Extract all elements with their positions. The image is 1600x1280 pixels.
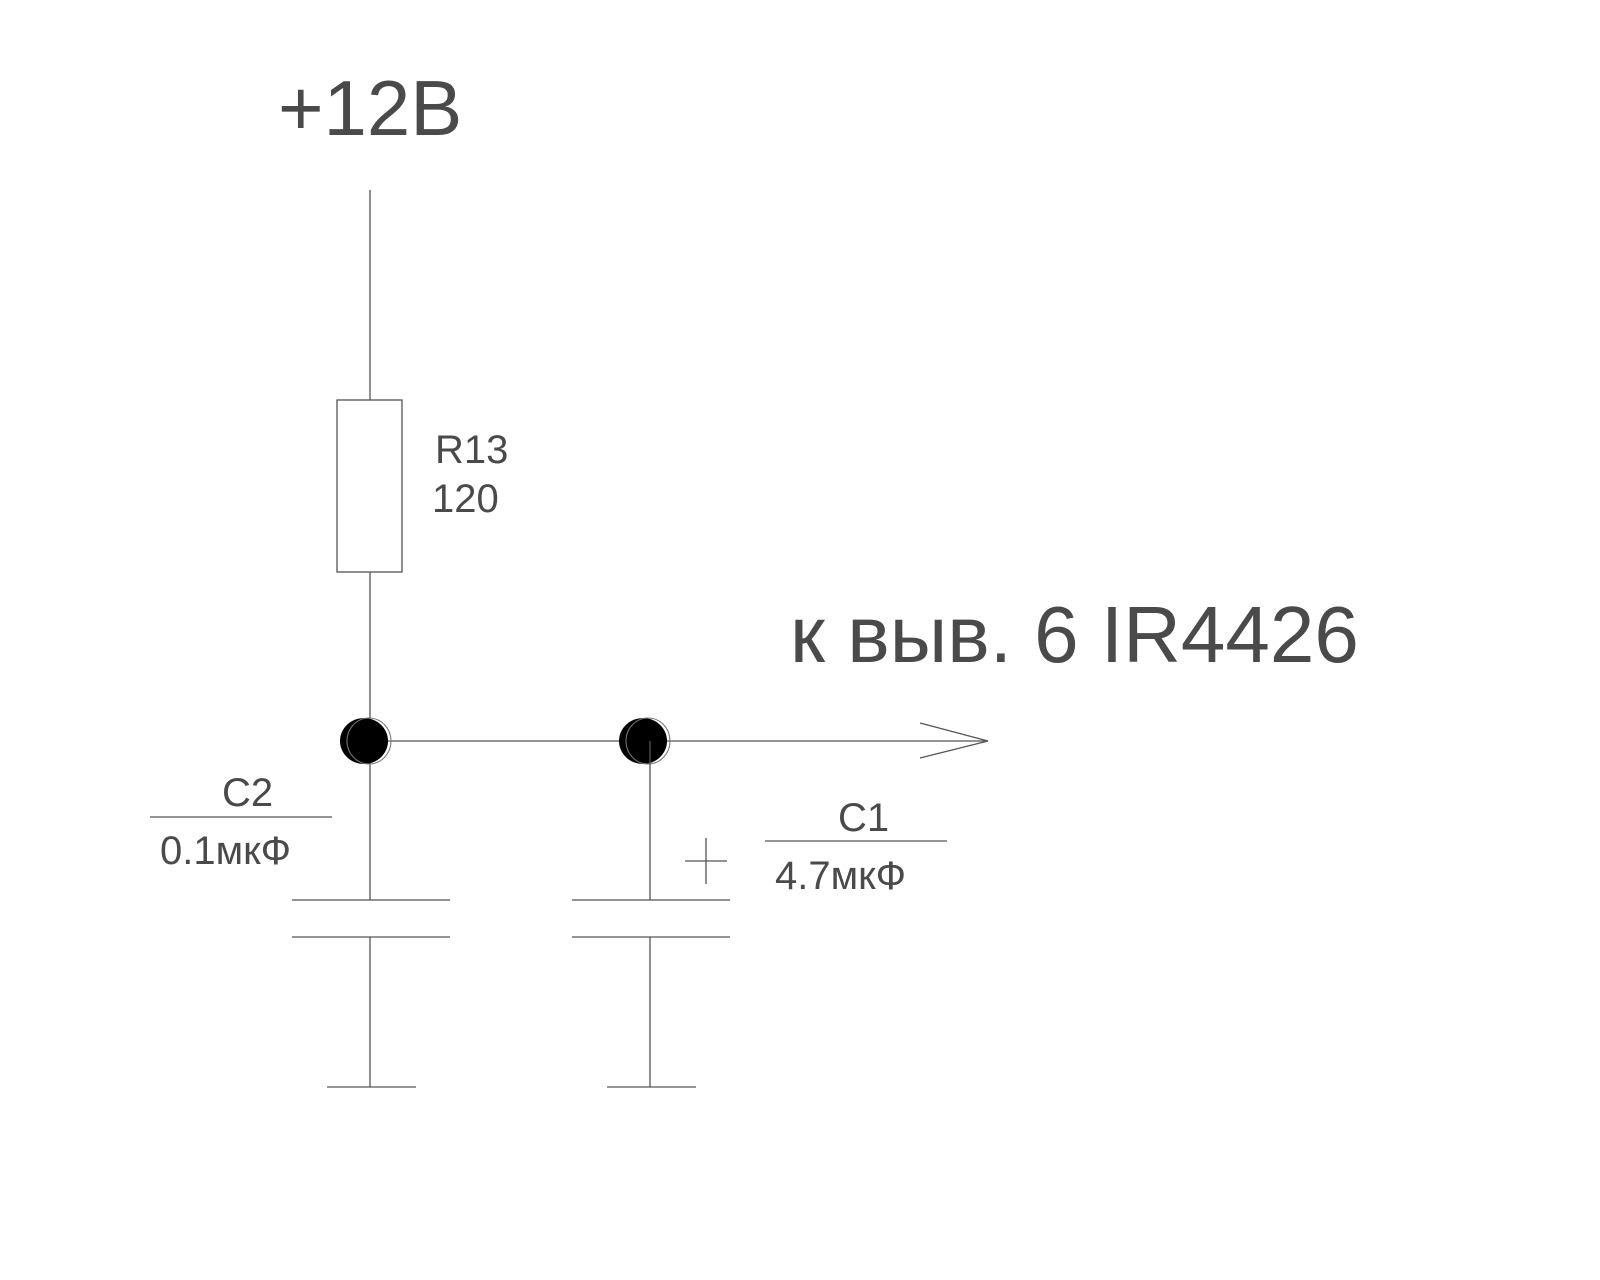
resistor-ref: R13 (435, 428, 508, 472)
supply-label: +12В (278, 64, 462, 152)
junction-dot-right (619, 718, 667, 764)
c1-ref: C1 (838, 796, 889, 840)
junction-outline-right (625, 717, 671, 765)
junction-dot-left (340, 718, 388, 764)
output-label: к выв. 6 IR4426 (790, 590, 1359, 679)
resistor-value: 120 (432, 477, 499, 521)
c2-ref: C2 (222, 771, 273, 815)
junction-outline-left (346, 717, 392, 765)
output-arrow-icon (919, 722, 989, 759)
c2-value: 0.1мкФ (160, 829, 291, 873)
plus-polarity-icon (685, 838, 727, 884)
c1-value: 4.7мкФ (775, 854, 906, 898)
resistor-r13 (336, 399, 403, 573)
